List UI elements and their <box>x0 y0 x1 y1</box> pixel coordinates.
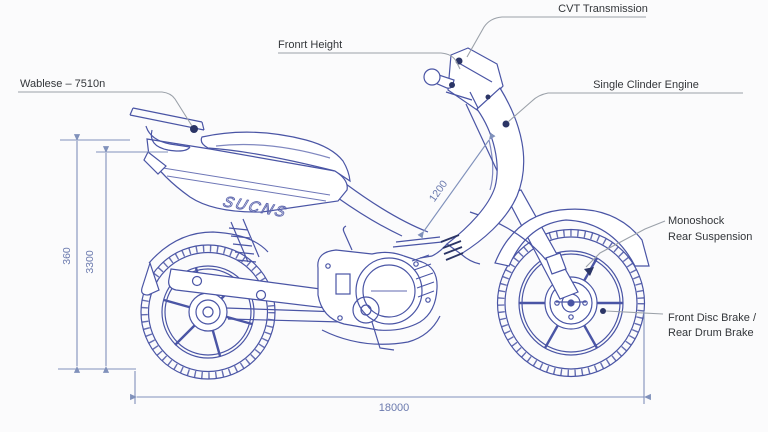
tail-body-panel <box>146 138 348 213</box>
front-fender <box>494 208 650 267</box>
rear-wheel <box>140 244 276 380</box>
brake-caliper <box>545 252 567 275</box>
brakes-callout-line <box>605 310 664 315</box>
cvt-transmission-label: CVT Transmission <box>558 3 648 15</box>
brakes-label-line2: Rear Drum Brake <box>668 327 754 339</box>
monoshock-label-line2: Rear Suspension <box>668 231 752 243</box>
wheelbase-label: Wablese – 7510n <box>20 78 105 90</box>
brakes-label-line1: Front Disc Brake / <box>668 312 757 324</box>
rear-fender <box>148 231 269 264</box>
front-fork <box>465 99 586 303</box>
rack-callout-dot <box>190 125 198 133</box>
dark-accents <box>190 57 606 314</box>
belly-guard <box>321 315 441 345</box>
dim-label-360: 360 <box>61 247 73 265</box>
monoshock-callout-line <box>585 220 666 268</box>
rear-rack <box>129 107 205 175</box>
tail-light <box>143 151 167 175</box>
callout-lines <box>18 16 743 315</box>
callout-labels: CVT Transmission Fronrt Height Wablese –… <box>20 3 757 339</box>
engine-callout-dot <box>502 120 510 128</box>
dim-label-3300: 3300 <box>84 250 96 274</box>
motorcycle-drawing: SUCNS <box>129 47 650 380</box>
dim-label-1200: 1200 <box>427 178 450 204</box>
seat-seam <box>215 143 331 159</box>
wheelbase-callout-line <box>18 91 193 127</box>
rear-shock-spring <box>228 218 260 263</box>
rear-mudflap <box>141 261 160 296</box>
dim-label-18000: 18000 <box>379 402 410 414</box>
brake-callout-dot <box>600 308 606 314</box>
monoshock-callout-arrow <box>584 267 594 276</box>
brake-lever <box>445 91 473 101</box>
dimension-lines <box>58 132 651 404</box>
bar-end <box>423 68 441 86</box>
dim-line-1200 <box>417 132 496 239</box>
engine <box>317 225 438 351</box>
front-height-callout-line <box>278 52 461 70</box>
engine-callout-line <box>507 92 743 123</box>
cvt-callout-line <box>466 16 646 58</box>
vent-grille <box>440 234 464 261</box>
body-stripes <box>162 167 331 202</box>
frame-spine <box>337 183 443 248</box>
monoshock-label-line1: Monoshock <box>668 215 725 227</box>
front-wheel <box>496 228 646 378</box>
front-height-label: Fronrt Height <box>278 39 342 51</box>
kick-lever <box>371 321 395 351</box>
engine-label: Single Clinder Engine <box>593 79 699 91</box>
